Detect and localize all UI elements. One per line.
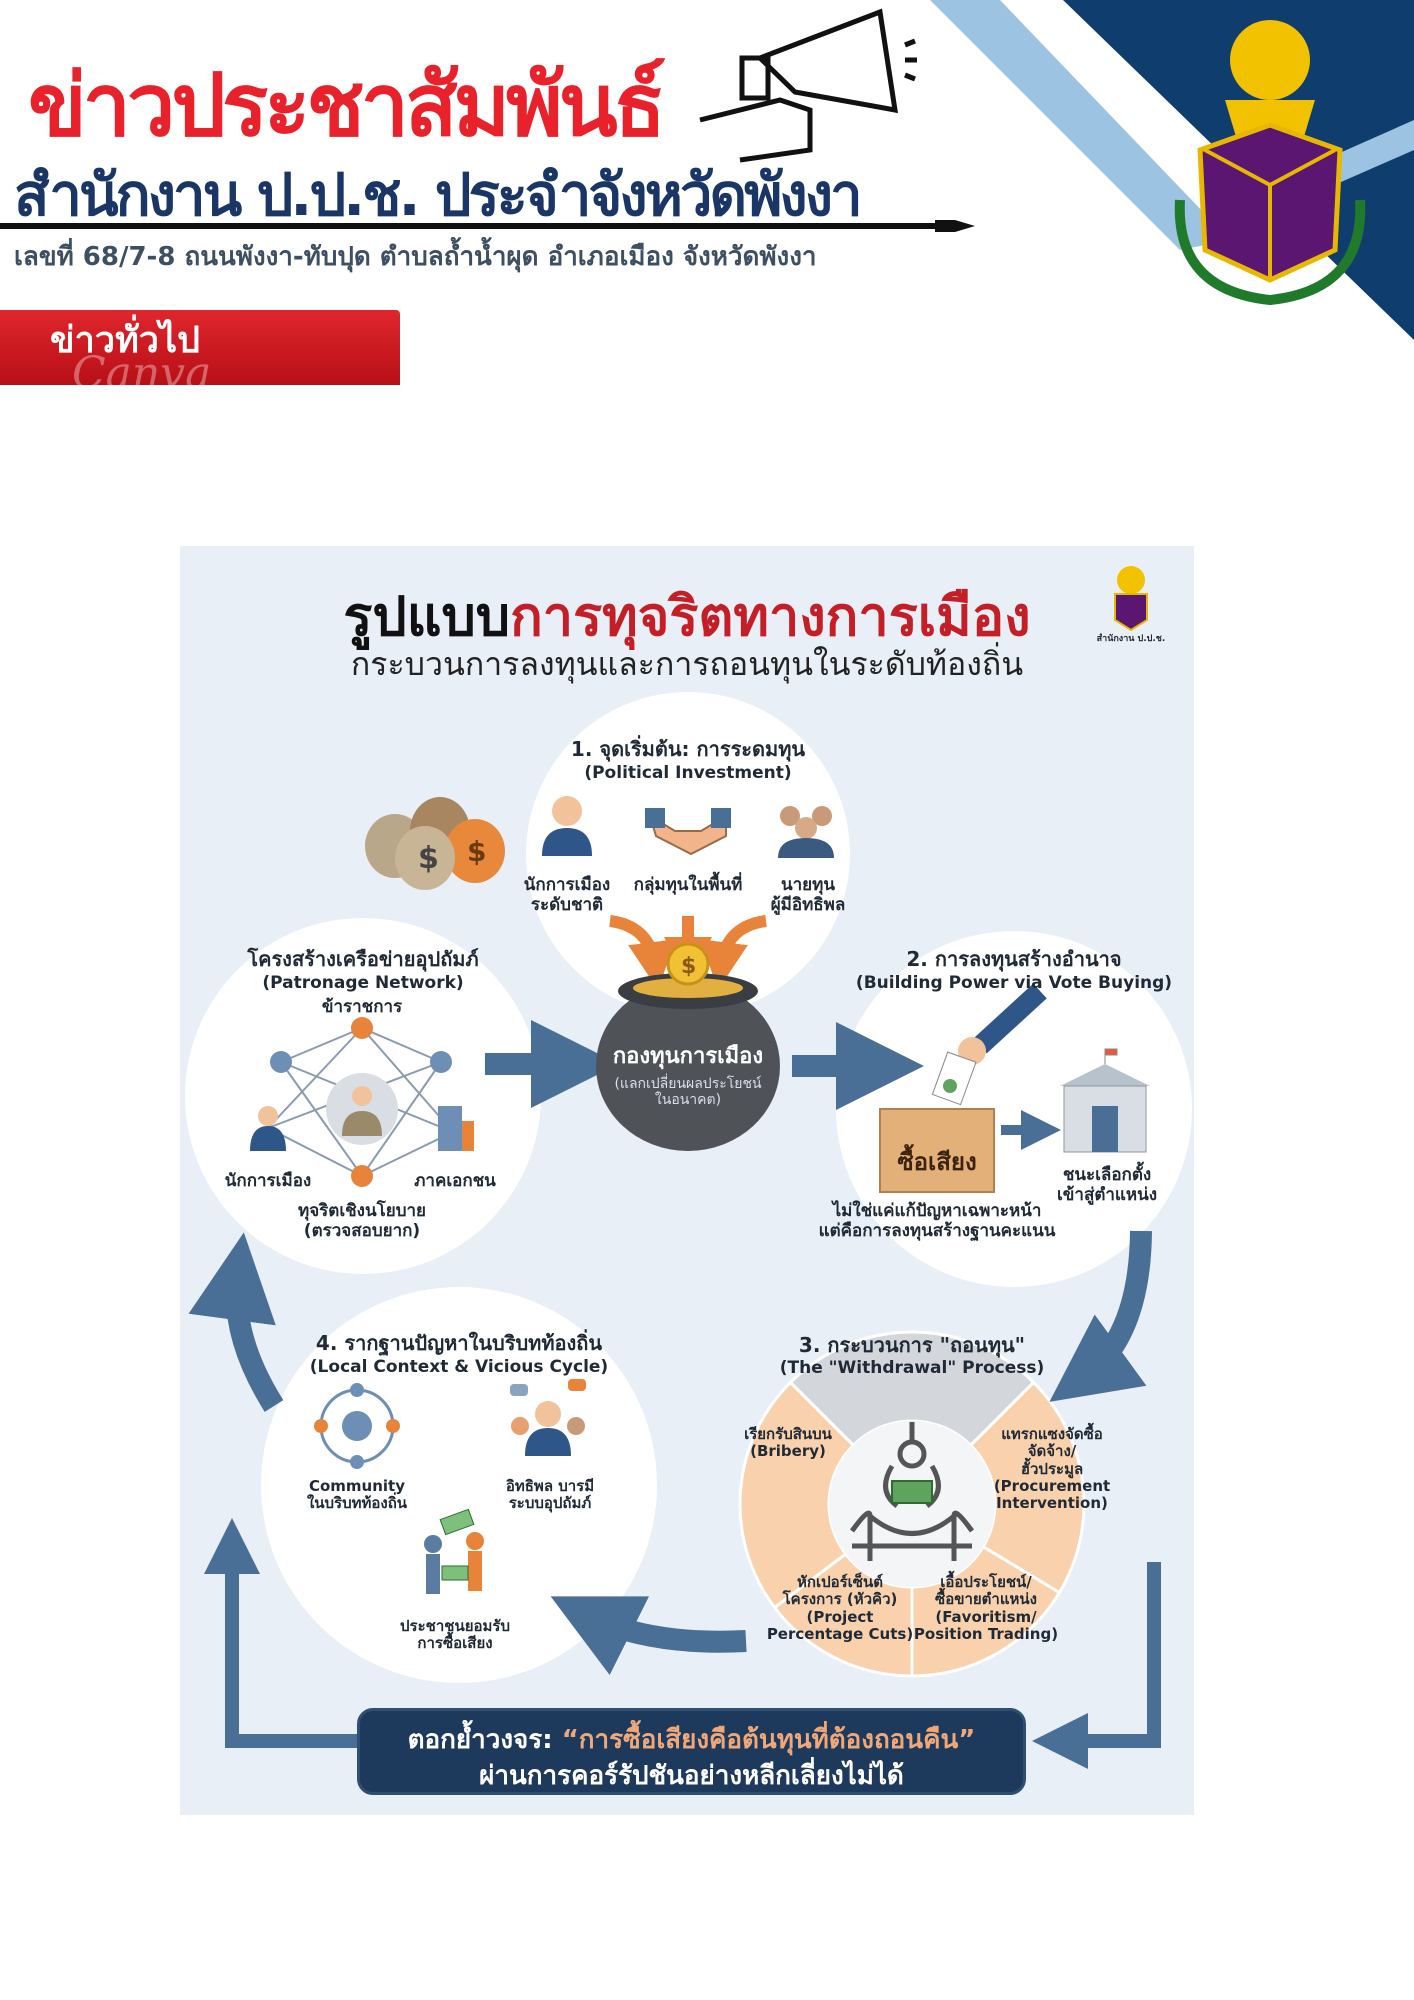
office-name: สำนักงาน ป.ป.ช. ประจำจังหวัดพังงา [14, 161, 863, 229]
network-node-private: ภาคเอกชน [414, 1171, 496, 1191]
step2-note: ไม่ใช่แค่แก้ปัญหาเฉพาะหน้าแต่คือการลงทุน… [818, 1201, 1056, 1241]
business-group-icon [778, 806, 834, 858]
actor-label: นักการเมืองระดับชาติ [523, 875, 611, 915]
win-election-label: ชนะเลือกตั้งเข้าสู่ตำแหน่ง [1056, 1165, 1158, 1205]
cycle-arrows [188, 1020, 1161, 1769]
segment-favoritism: เอื้อประโยชน์/ซื้อขายตำแหน่ง(Favoritism/… [913, 1573, 1059, 1643]
header-decoration [699, 0, 1414, 340]
light-blue-band [930, 0, 1230, 250]
conclusion-banner: ตอกย้ำวงจร: “การซื้อเสียงคือต้นทุนที่ต้อ… [357, 1708, 1026, 1795]
step1-subtitle: (Political Investment) [584, 763, 792, 783]
influence-label: อิทธิพล บารมีระบบอุปถัมภ์ [505, 1477, 595, 1513]
svg-text:$: $ [681, 954, 696, 979]
infographic-title: รูปแบบการทุจริตทางการเมือง [343, 585, 1031, 648]
infographic-graphics: $$ $ [185, 566, 1192, 1769]
coin-icon [666, 942, 710, 986]
hand-ballot-icon [931, 983, 1047, 1106]
segment-procurement: แทรกแซงจัดซื้อจัดจ้าง/ฮั้วประมูล(Procure… [993, 1425, 1111, 1512]
category-label: ข่าวทั่วไป [50, 320, 200, 361]
megaphone-icon [699, 8, 917, 163]
cash-exchange-icon [424, 1508, 484, 1594]
category-ribbon: Canva ข่าวทั่วไป [0, 310, 400, 385]
network-node-official: ข้าราชการ [321, 997, 403, 1017]
step2-title: 2. การลงทุนสร้างอำนาจ [906, 947, 1122, 971]
step2-circle [836, 931, 1192, 1287]
office-address: เลขที่ 68/7-8 ถนนพังงา-ทับปุด ตำบลถ้ำน้ำ… [14, 242, 817, 272]
header-title: ข่าวประชาสัมพันธ์ [28, 56, 666, 156]
handshake-icon [645, 808, 731, 856]
politician-icon [542, 796, 592, 856]
vote-buying-label: ซื้อเสียง [897, 1148, 977, 1176]
arrow-step2-to-step3 [1049, 1230, 1152, 1402]
watermark: Canva [72, 348, 212, 385]
influence-group-icon [510, 1379, 586, 1456]
actor-label: นายทุนผู้มีอิทธิพล [770, 875, 846, 915]
building-icon [438, 1106, 474, 1151]
political-fund-pot-icon: $ [596, 942, 780, 1151]
step1-circle [526, 692, 850, 1016]
network-node-politician: นักการเมือง [224, 1171, 312, 1191]
network-subtitle: (Patronage Network) [262, 973, 464, 993]
step3-subtitle: (The "Withdrawal" Process) [779, 1358, 1045, 1378]
nacc-emblem-logo [1174, 20, 1366, 306]
network-title: โครงสร้างเครือข่ายอุปถัมภ์ [247, 947, 479, 971]
step3-title: 3. กระบวนการ "ถอนทุน" [798, 1333, 1026, 1357]
arrow-step3-to-banner [1032, 1562, 1161, 1769]
people-accept-label: ประชาชนยอมรับการซื้อเสียง [400, 1617, 510, 1653]
step1-title: 1. จุดเริ่มต้น: การระดมทุน [570, 737, 806, 761]
step4-title: 4. รากฐานปัญหาในบริบทท้องถิ่น [315, 1331, 603, 1355]
withdrawal-donut [738, 1330, 1086, 1678]
arrow-banner-up [204, 1518, 357, 1748]
community-icon [314, 1383, 400, 1469]
segment-bribery: เรียกรับสินบน(Bribery) [744, 1425, 832, 1461]
fund-title: กองทุนการเมือง [612, 1044, 764, 1069]
svg-text:$: $ [418, 841, 439, 876]
step2-subtitle: (Building Power via Vote Buying) [855, 973, 1173, 993]
politician-node-icon [250, 1106, 286, 1151]
ballot-box [879, 1108, 995, 1193]
official-icon [326, 1073, 398, 1145]
network-note: ทุจริตเชิงนโยบาย(ตรวจสอบยาก) [298, 1201, 426, 1241]
money-bags-icon: $$ [365, 797, 505, 890]
infographic-subtitle: กระบวนการลงทุนและการถอนทุนในระดับท้องถิ่… [350, 645, 1024, 683]
arrow-step4-to-network [188, 1232, 284, 1412]
small-logo-caption: สำนักงาน ป.ป.ช. [1096, 634, 1166, 644]
infographic: $$ $ [180, 546, 1194, 1815]
pen-tip-icon [935, 220, 975, 232]
nacc-small-logo [1114, 566, 1148, 632]
step4-subtitle: (Local Context & Vicious Cycle) [309, 1357, 609, 1377]
actor-label: กลุ่มทุนในพื้นที่ [633, 875, 743, 895]
fund-note: (แลกเปลี่ยนผลประโยชน์ในอนาคต) [614, 1076, 762, 1109]
government-building-icon [1060, 1048, 1150, 1153]
claw-bridge-icon [849, 1422, 975, 1561]
divider-line [0, 223, 935, 229]
arrow-step3-to-step4 [550, 1596, 747, 1676]
svg-text:$: $ [467, 835, 486, 868]
